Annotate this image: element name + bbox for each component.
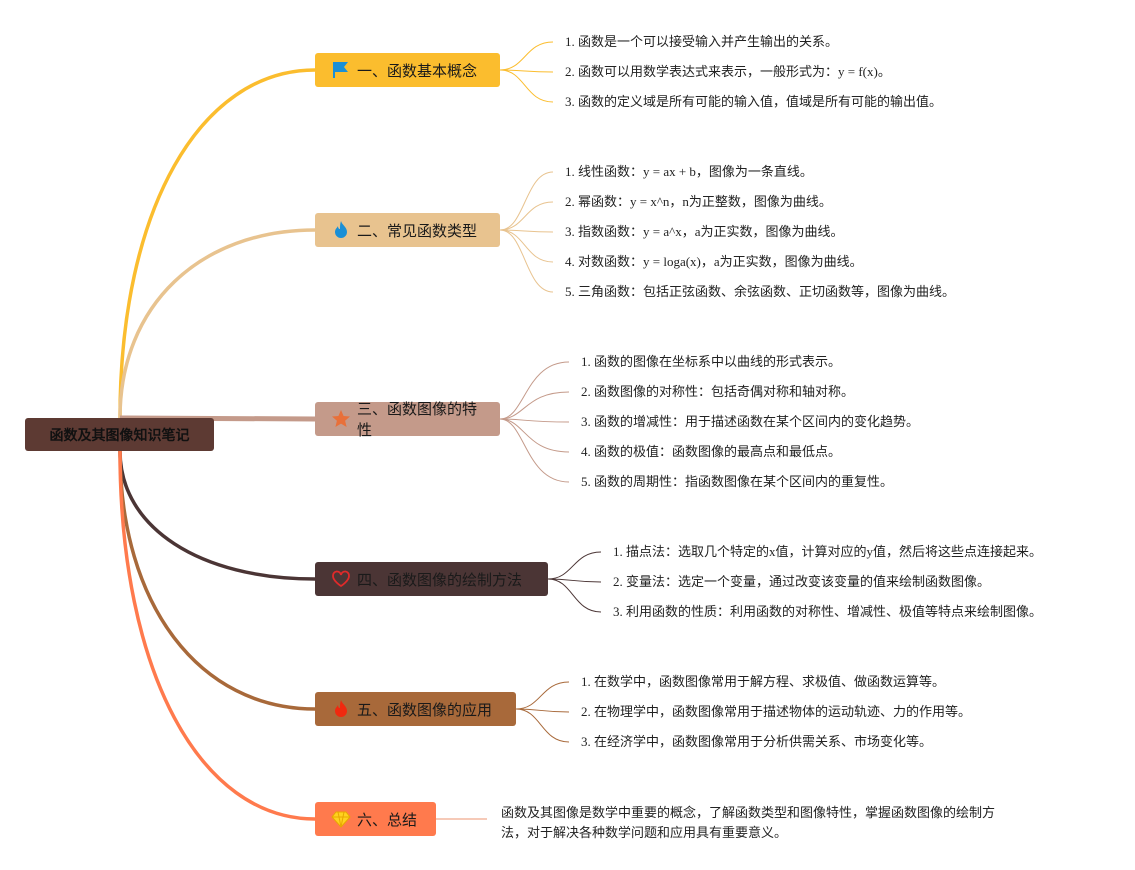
leaf-connector [547,551,602,580]
leaf-connector [499,69,554,73]
leaf-connector [499,69,554,103]
root-title: 函数及其图像知识笔记 [49,427,190,444]
leaf-item[interactable]: 1. 在数学中，函数图像常用于解方程、求极值、做函数运算等。 [581,674,946,689]
leaf-connector [499,418,570,423]
leaf-item[interactable]: 1. 函数是一个可以接受输入并产生输出的关系。 [565,34,839,49]
branch-node-6[interactable]: 六、总结 [315,802,436,836]
branch-node-1[interactable]: 一、函数基本概念 [315,53,500,87]
leaf-connector [499,171,554,231]
leaf-connector [499,229,554,263]
root-connector [118,68,316,419]
root-node[interactable]: 函数及其图像知识笔记 [25,418,214,451]
root-connector [118,450,316,581]
leaf-item[interactable]: 2. 函数可以用数学表达式来表示，一般形式为：y = f(x)。 [565,64,891,79]
branch-label: 一、函数基本概念 [357,61,478,80]
flag-icon [331,60,351,80]
branch-label: 四、函数图像的绘制方法 [357,570,523,589]
leaf-connector [515,708,570,713]
leaf-item[interactable]: 2. 变量法：选定一个变量，通过改变该变量的值来绘制函数图像。 [613,574,991,589]
leaf-item[interactable]: 3. 函数的增减性：用于描述函数在某个区间内的变化趋势。 [581,414,920,429]
branch-node-3[interactable]: 三、函数图像的特性 [315,400,500,439]
leaf-item[interactable]: 1. 线性函数：y = ax + b，图像为一条直线。 [565,164,813,179]
leaf-item[interactable]: 2. 幂函数：y = x^n，n为正整数，图像为曲线。 [565,194,832,209]
leaf-item[interactable]: 5. 三角函数：包括正弦函数、余弦函数、正切函数等，图像为曲线。 [565,284,956,299]
branch-label: 二、常见函数类型 [357,221,478,240]
leaf-item[interactable]: 4. 函数的极值：函数图像的最高点和最低点。 [581,444,842,459]
leaf-item[interactable]: 4. 对数函数：y = loga(x)，a为正实数，图像为曲线。 [565,254,863,269]
branch-label: 六、总结 [357,810,418,829]
leaf-item[interactable]: 3. 在经济学中，函数图像常用于分析供需关系、市场变化等。 [581,734,933,749]
leaf-item[interactable]: 1. 函数的图像在坐标系中以曲线的形式表示。 [581,354,842,369]
leaf-connector [499,229,554,293]
leaf-connector [515,681,570,710]
root-connector [118,450,316,821]
leaf-connector [515,708,570,743]
leaf-item[interactable]: 2. 函数图像的对称性：包括奇偶对称和轴对称。 [581,384,855,399]
root-connector [118,228,316,419]
leaf-connector [499,418,570,453]
fire-icon [331,220,351,240]
fire-icon [331,699,351,719]
leaf-connector [499,229,554,233]
leaf-connector [499,418,570,483]
branch-node-5[interactable]: 五、函数图像的应用 [315,692,516,726]
leaf-connector [547,578,602,613]
leaf-connector [547,578,602,583]
leaf-item[interactable]: 5. 函数的周期性：指函数图像在某个区间内的重复性。 [581,474,894,489]
leaf-item[interactable]: 3. 指数函数：y = a^x，a为正实数，图像为曲线。 [565,224,844,239]
leaf-item[interactable]: 3. 函数的定义域是所有可能的输入值，值域是所有可能的输出值。 [565,94,943,109]
branch-node-4[interactable]: 四、函数图像的绘制方法 [315,562,548,596]
leaf-item[interactable]: 2. 在物理学中，函数图像常用于描述物体的运动轨迹、力的作用等。 [581,704,972,719]
root-connector [118,450,316,711]
heart-icon [331,569,351,589]
leaf-connector [499,361,570,420]
branch-label: 三、函数图像的特性 [357,400,478,439]
leaf-connector [499,201,554,231]
branch-label: 五、函数图像的应用 [357,700,493,719]
summary-text[interactable]: 函数及其图像是数学中重要的概念，了解函数类型和图像特性，掌握函数图像的绘制方法，… [501,805,996,840]
diamond-icon [331,809,351,829]
leaf-connector [499,391,570,420]
star-icon [331,409,351,429]
branch-node-2[interactable]: 二、常见函数类型 [315,213,500,247]
leaf-connector [499,41,554,71]
leaf-item[interactable]: 1. 描点法：选取几个特定的x值，计算对应的y值，然后将这些点连接起来。 [613,544,1043,559]
leaf-item[interactable]: 3. 利用函数的性质：利用函数的对称性、增减性、极值等特点来绘制图像。 [613,604,1043,619]
